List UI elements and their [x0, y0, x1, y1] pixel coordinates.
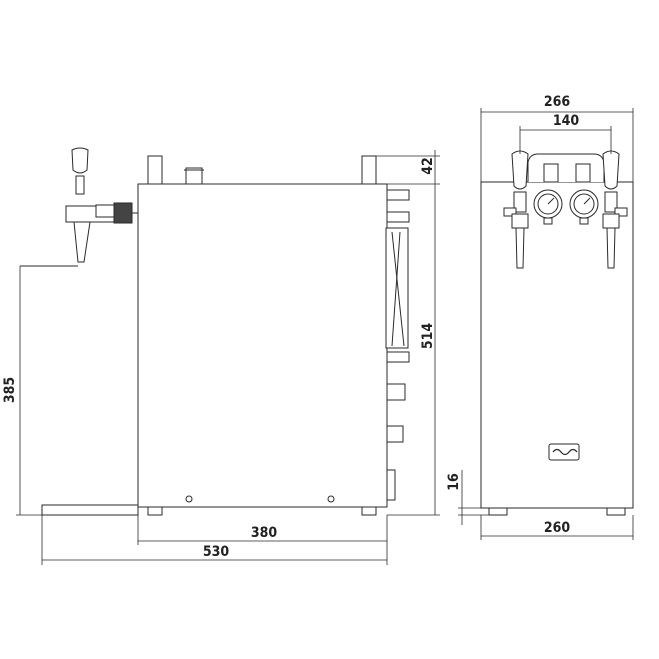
side-body: [137, 183, 388, 508]
pressure-gauge-icon: [533, 189, 563, 225]
rear-fittings: [385, 189, 410, 501]
dim-side-tap-height: 385: [2, 377, 18, 403]
beer-tap-icon: [503, 150, 529, 269]
dim-side-body-height: 514: [420, 323, 436, 350]
top-handle: [527, 153, 605, 182]
front-foot-left: [488, 507, 508, 516]
dim-side-depth-body: 380: [251, 525, 278, 541]
dim-side-top-protrusion: 42: [420, 157, 436, 175]
dim-front-feet-height: 16: [446, 473, 462, 491]
side-handle-left: [147, 155, 163, 185]
brand-logo-plate: [548, 443, 580, 461]
screw-icon: [185, 495, 193, 503]
screw-icon: [327, 495, 335, 503]
beer-tap-icon: [602, 150, 628, 269]
dim-front-body-width: 260: [544, 520, 571, 536]
pressure-gauge-icon: [569, 189, 599, 225]
beer-tap-icon: [65, 147, 138, 263]
side-foot-back: [361, 506, 377, 516]
side-dimensions: [16, 150, 440, 565]
drip-tray: [41, 504, 139, 516]
side-foot-front: [147, 506, 163, 516]
side-handle-right: [361, 155, 377, 185]
side-top-connector: [185, 167, 203, 185]
dim-front-width-total: 266: [544, 94, 571, 110]
front-view: [480, 150, 634, 516]
front-dimensions: [458, 108, 634, 540]
dim-front-tap-spacing: 140: [553, 113, 580, 129]
dim-side-depth-total: 530: [203, 544, 230, 560]
side-view: [20, 147, 410, 516]
front-foot-right: [606, 507, 626, 516]
